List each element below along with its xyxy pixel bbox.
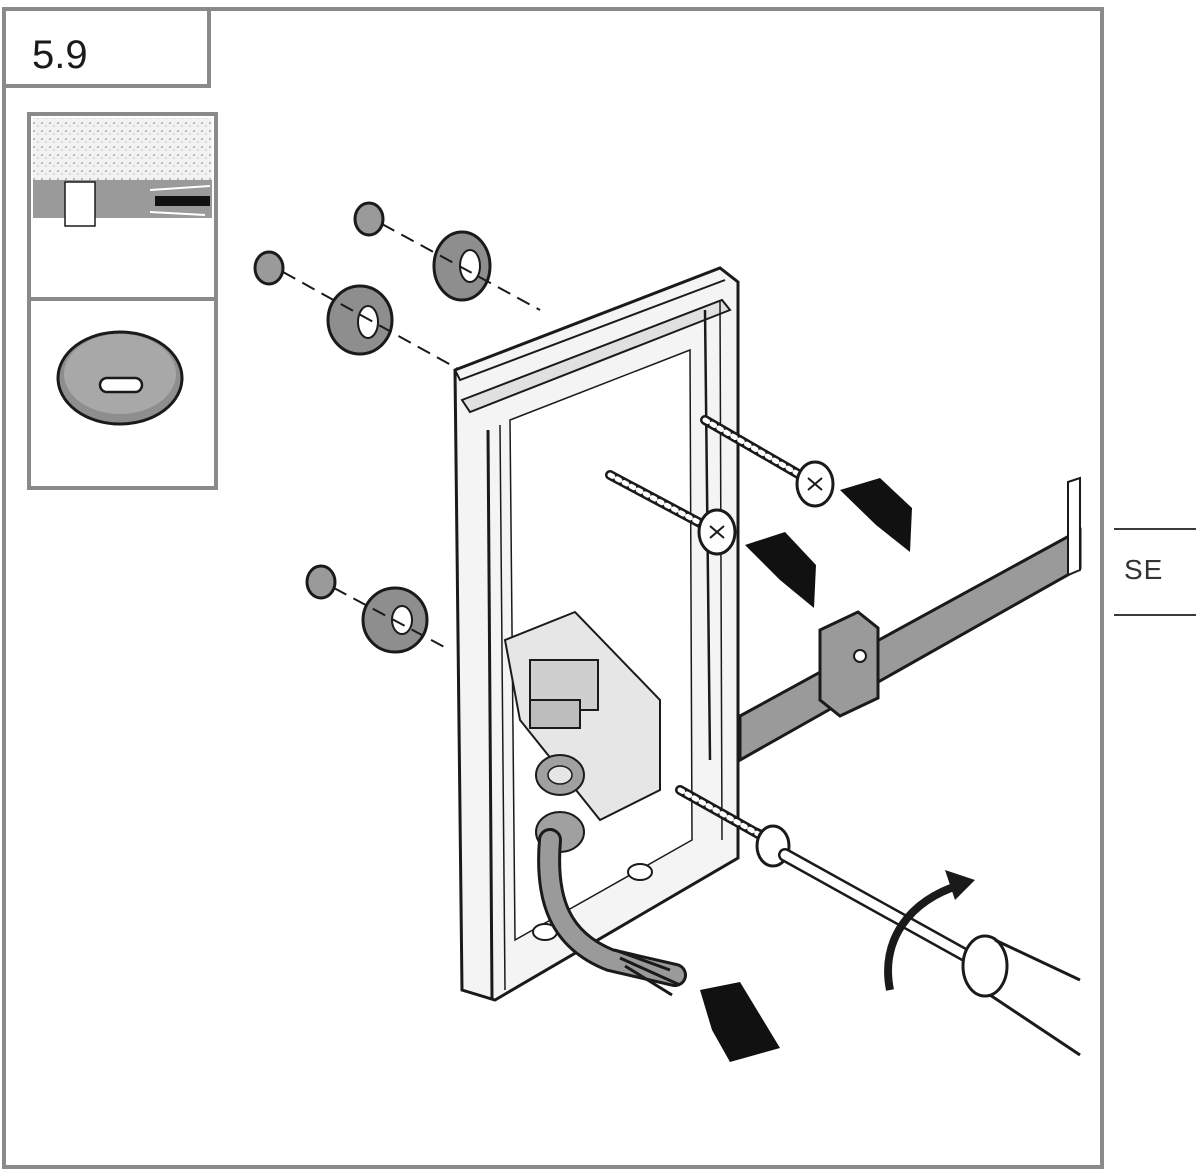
language-tab-bottom-line: [1114, 614, 1196, 616]
grommet-icon: [326, 230, 492, 654]
grommet-detail-icon: [27, 297, 218, 490]
language-tab: SE: [1114, 528, 1196, 616]
instruction-frame: [2, 7, 1104, 1169]
screwdriver-icon: [778, 848, 1081, 1057]
language-code: SE: [1124, 554, 1164, 585]
pull-arrow-icon: [700, 982, 780, 1062]
wall-section-detail-icon: [27, 112, 218, 301]
wall-plug-icon: [253, 201, 385, 600]
screw-icon: [605, 415, 835, 868]
mounting-bracket-icon: [453, 266, 740, 1002]
wall-pipe: [738, 476, 1082, 763]
push-arrow-icon: [745, 478, 912, 608]
language-tab-top-line: [1114, 528, 1196, 530]
rotate-arrow-icon: [884, 870, 975, 991]
step-number: 5.9: [32, 33, 88, 77]
cable-icon: [537, 828, 687, 997]
step-number-box: 5.9: [2, 7, 211, 88]
